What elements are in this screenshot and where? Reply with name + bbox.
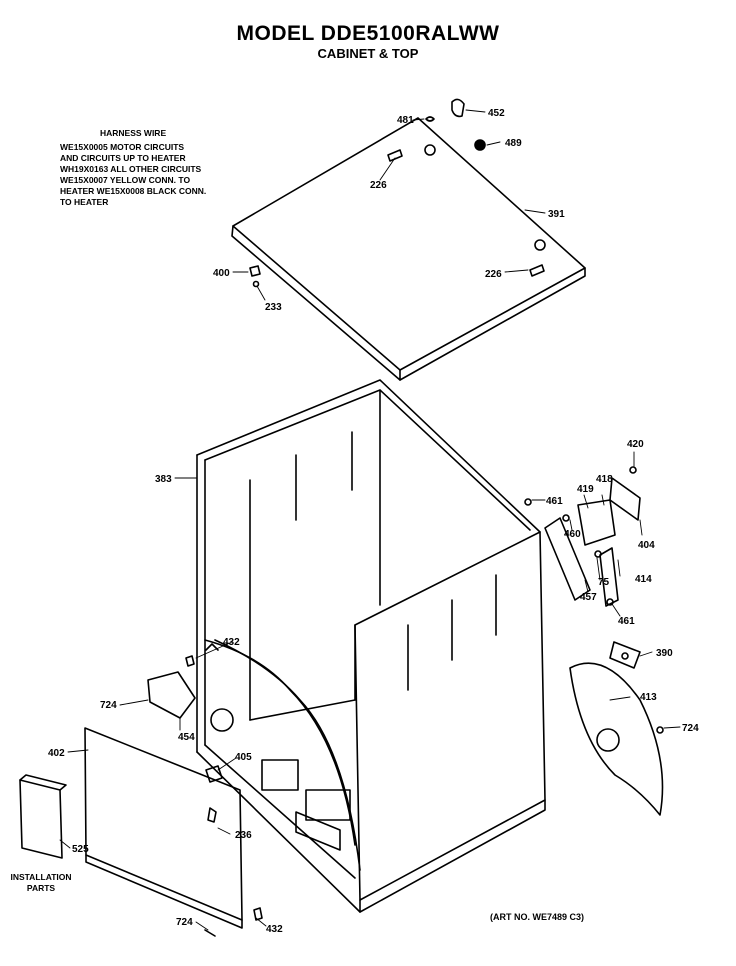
- part-label: 460: [564, 529, 581, 540]
- harness-line: AND CIRCUITS UP TO HEATER: [60, 153, 186, 163]
- part-label: 414: [635, 574, 652, 585]
- installation-label-line: INSTALLATION: [10, 872, 72, 882]
- part-label: 481: [397, 115, 414, 126]
- part-label: 418: [596, 474, 613, 485]
- part-label: 724: [176, 917, 193, 928]
- top-hardware: [249, 98, 486, 288]
- part-label: 404: [638, 540, 655, 551]
- model-title: MODEL DDE5100RALWW: [236, 22, 500, 45]
- part-label: 383: [155, 474, 172, 485]
- part-label: 390: [656, 648, 673, 659]
- part-label: 432: [223, 637, 240, 648]
- part-label: 724: [100, 700, 117, 711]
- harness-wire-lines: WE15X0005 MOTOR CIRCUITS AND CIRCUITS UP…: [60, 142, 240, 208]
- part-label: 75: [598, 577, 610, 588]
- top-panel: [231, 117, 586, 381]
- part-label: 236: [235, 830, 252, 841]
- harness-wire-heading: HARNESS WIRE: [100, 128, 167, 138]
- part-label: 724: [682, 723, 699, 734]
- part-label: 226: [485, 269, 502, 280]
- part-label: 233: [265, 302, 282, 313]
- part-label: 452: [488, 108, 505, 119]
- part-label: 405: [235, 752, 252, 763]
- right-brackets: [524, 466, 641, 669]
- part-label: 419: [577, 484, 594, 495]
- part-label: 420: [627, 439, 644, 450]
- part-label: 461: [546, 496, 563, 507]
- harness-line: TO HEATER: [60, 197, 109, 207]
- harness-line: WE15X0005 MOTOR CIRCUITS: [60, 142, 185, 152]
- part-label: 457: [580, 592, 597, 603]
- harness-line: WH19X0163 ALL OTHER CIRCUITS: [60, 164, 202, 174]
- installation-label-line: PARTS: [26, 883, 56, 893]
- harness-line: HEATER WE15X0008 BLACK CONN.: [60, 186, 207, 196]
- cabinet: [196, 379, 546, 913]
- left-front-parts: [19, 655, 263, 937]
- part-label: 525: [72, 844, 89, 855]
- art-number: (ART NO. WE7489 C3): [490, 912, 585, 922]
- part-label: 402: [48, 748, 65, 759]
- part-label: 454: [178, 732, 195, 743]
- installation-parts-label: INSTALLATION PARTS: [6, 872, 76, 894]
- part-label: 391: [548, 209, 565, 220]
- rear-panel: [569, 662, 664, 816]
- leader-lines: [59, 109, 681, 931]
- part-label: 400: [213, 268, 230, 279]
- part-label: 461: [618, 616, 635, 627]
- harness-line: WE15X0007 YELLOW CONN. TO: [60, 175, 191, 185]
- part-label: 432: [266, 924, 283, 935]
- part-label: 413: [640, 692, 657, 703]
- subtitle: CABINET & TOP: [317, 46, 419, 61]
- part-label: 489: [505, 138, 522, 149]
- part-label: 226: [370, 180, 387, 191]
